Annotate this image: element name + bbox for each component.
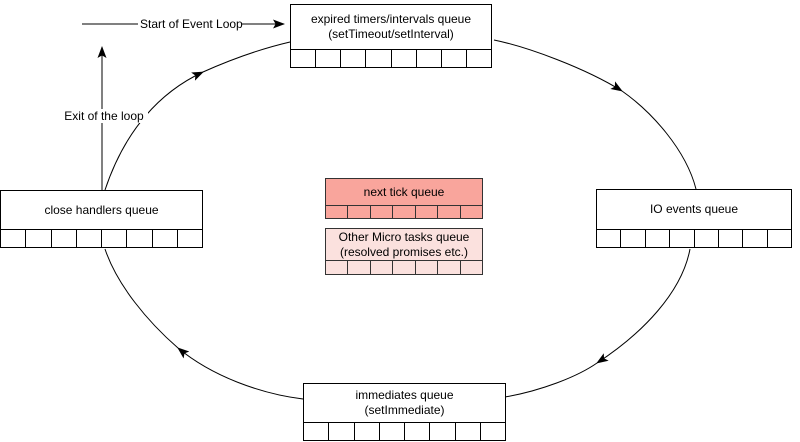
close-handlers-queue-cells — [0, 230, 203, 248]
queue-cell — [415, 50, 441, 67]
queue-cell — [597, 230, 620, 247]
queue-cell — [414, 206, 437, 218]
io-events-queue-title-box: IO events queue — [596, 189, 792, 230]
queue-cell — [717, 230, 742, 247]
next-tick-queue-cells — [325, 206, 483, 219]
queue-cell — [390, 50, 416, 67]
queue-cell — [392, 206, 414, 218]
close-handlers-queue-label: close handlers queue — [44, 202, 159, 217]
arc-io-to-immediates-tail — [504, 362, 598, 398]
next-tick-queue-label: next tick queue — [363, 184, 445, 199]
next-tick-queue: next tick queue — [325, 178, 483, 219]
immediates-queue-sublabel: (setImmediate) — [364, 403, 445, 417]
queue-cell — [454, 423, 480, 440]
queue-cell — [151, 230, 177, 247]
queue-cell — [766, 230, 791, 247]
queue-cell — [50, 230, 76, 247]
queue-cell — [126, 230, 151, 247]
timers-queue-sublabel: (setTimeout/setInterval) — [328, 27, 454, 41]
queue-cell — [365, 50, 390, 67]
arc-close-to-timers-arrow — [104, 71, 204, 191]
arc-close-to-timers-tail — [202, 41, 291, 73]
queue-cell — [328, 423, 353, 440]
arc-io-to-immediates-arrow — [596, 248, 691, 364]
arc-timers-to-io-tail — [621, 90, 697, 190]
queue-cell — [459, 206, 482, 218]
io-events-queue: IO events queue — [596, 189, 792, 248]
queue-cell — [304, 423, 328, 440]
timers-queue: expired timers/intervals queue (setTimeo… — [290, 4, 492, 68]
arc-timers-to-io-arrow — [493, 39, 623, 92]
close-handlers-queue-title-box: close handlers queue — [0, 190, 203, 230]
queue-cell — [669, 230, 693, 247]
queue-cell — [459, 261, 482, 274]
queue-cell — [101, 230, 126, 247]
timers-queue-title-box: expired timers/intervals queue (setTimeo… — [290, 4, 492, 50]
arc-immediates-to-close-arrow — [177, 347, 304, 400]
queue-cell — [25, 230, 50, 247]
immediates-queue-cells — [303, 423, 506, 441]
queue-cell — [404, 423, 429, 440]
microtasks-queue-sublabel: (resolved promises etc.) — [339, 244, 469, 259]
immediates-queue-label: immediates queue — [355, 388, 454, 403]
queue-cell — [742, 230, 766, 247]
microtasks-queue: Other Micro tasks queue (resolved promis… — [325, 228, 483, 275]
queue-cell — [1, 230, 25, 247]
queue-cell — [378, 423, 404, 440]
immediates-queue: immediates queue (setImmediate) — [303, 383, 506, 441]
queue-cell — [353, 423, 379, 440]
queue-cell — [414, 261, 437, 274]
queue-cell — [326, 206, 347, 218]
start-of-loop-label: Start of Event Loop — [138, 17, 243, 31]
io-events-queue-label: IO events queue — [649, 202, 739, 217]
queue-cell — [340, 50, 365, 67]
queue-cell — [291, 50, 315, 67]
queue-cell — [176, 230, 202, 247]
next-tick-queue-title-box: next tick queue — [325, 178, 483, 206]
queue-cell — [75, 230, 101, 247]
io-events-queue-cells — [596, 230, 792, 248]
queue-cell — [437, 261, 459, 274]
queue-cell — [429, 423, 454, 440]
microtasks-queue-cells — [325, 261, 483, 275]
queue-cell — [620, 230, 644, 247]
queue-cell — [693, 230, 718, 247]
queue-cell — [315, 50, 340, 67]
arc-immediates-to-close-tail — [104, 248, 179, 349]
queue-cell — [465, 50, 491, 67]
queue-cell — [347, 206, 369, 218]
timers-queue-cells — [290, 50, 492, 68]
timers-queue-label: expired timers/intervals queue — [310, 12, 472, 27]
queue-cell — [440, 50, 466, 67]
queue-cell — [644, 230, 669, 247]
exit-of-loop-label: Exit of the loop — [60, 109, 148, 123]
queue-cell — [326, 261, 347, 274]
queue-cell — [369, 206, 392, 218]
microtasks-queue-label: Other Micro tasks queue — [338, 229, 470, 244]
queue-cell — [437, 206, 459, 218]
queue-cell — [347, 261, 369, 274]
queue-cell — [369, 261, 392, 274]
microtasks-queue-title-box: Other Micro tasks queue (resolved promis… — [325, 228, 483, 261]
immediates-queue-title-box: immediates queue (setImmediate) — [303, 383, 506, 423]
queue-cell — [392, 261, 414, 274]
close-handlers-queue: close handlers queue — [0, 190, 203, 248]
queue-cell — [479, 423, 505, 440]
